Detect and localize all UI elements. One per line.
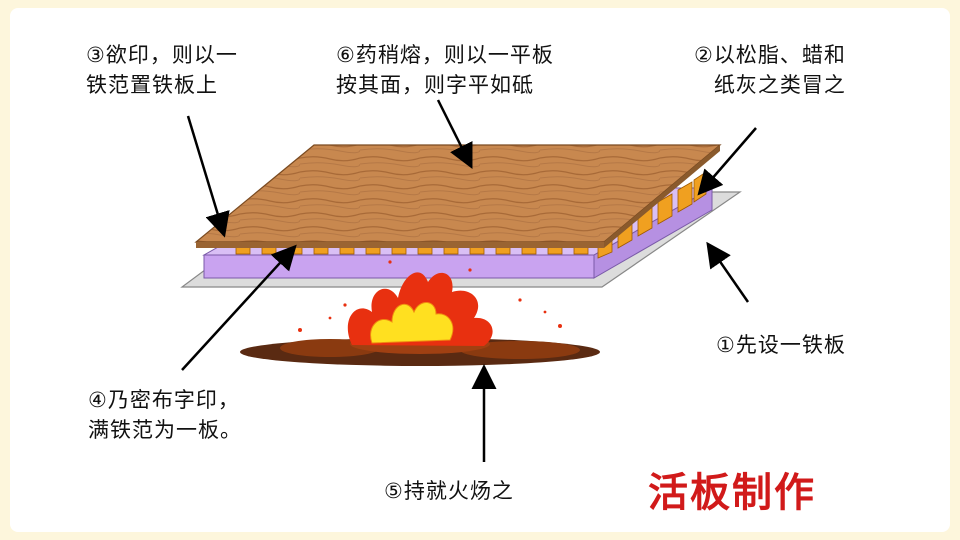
arrow-step6: [436, 99, 473, 169]
slide-title: 活板制作: [648, 470, 816, 516]
wooden-board-side-edge: [604, 145, 720, 248]
note-step4: ④乃密布字印， 满铁范为一板。: [88, 388, 242, 442]
arrow-step3: [186, 115, 230, 238]
note-step3: ③欲印，则以一 铁范置铁板上: [86, 43, 238, 97]
note-step6: ⑥药稍熔，则以一平板 按其面，则字平如砥: [336, 43, 554, 97]
arrow-step1: [706, 241, 750, 303]
flame-inner: [370, 302, 454, 344]
wax-layer-side: [593, 187, 713, 279]
arrow-step4: [181, 244, 297, 371]
note-step1: ①先设一铁板: [716, 333, 846, 357]
note-step5: ⑤持就火炀之: [384, 479, 514, 503]
arrow-step2: [697, 127, 757, 196]
note-step2: ②以松脂、蜡和 纸灰之类冒之: [694, 43, 846, 97]
wax-layer-front: [203, 254, 595, 279]
wooden-board-edge: [196, 242, 604, 248]
